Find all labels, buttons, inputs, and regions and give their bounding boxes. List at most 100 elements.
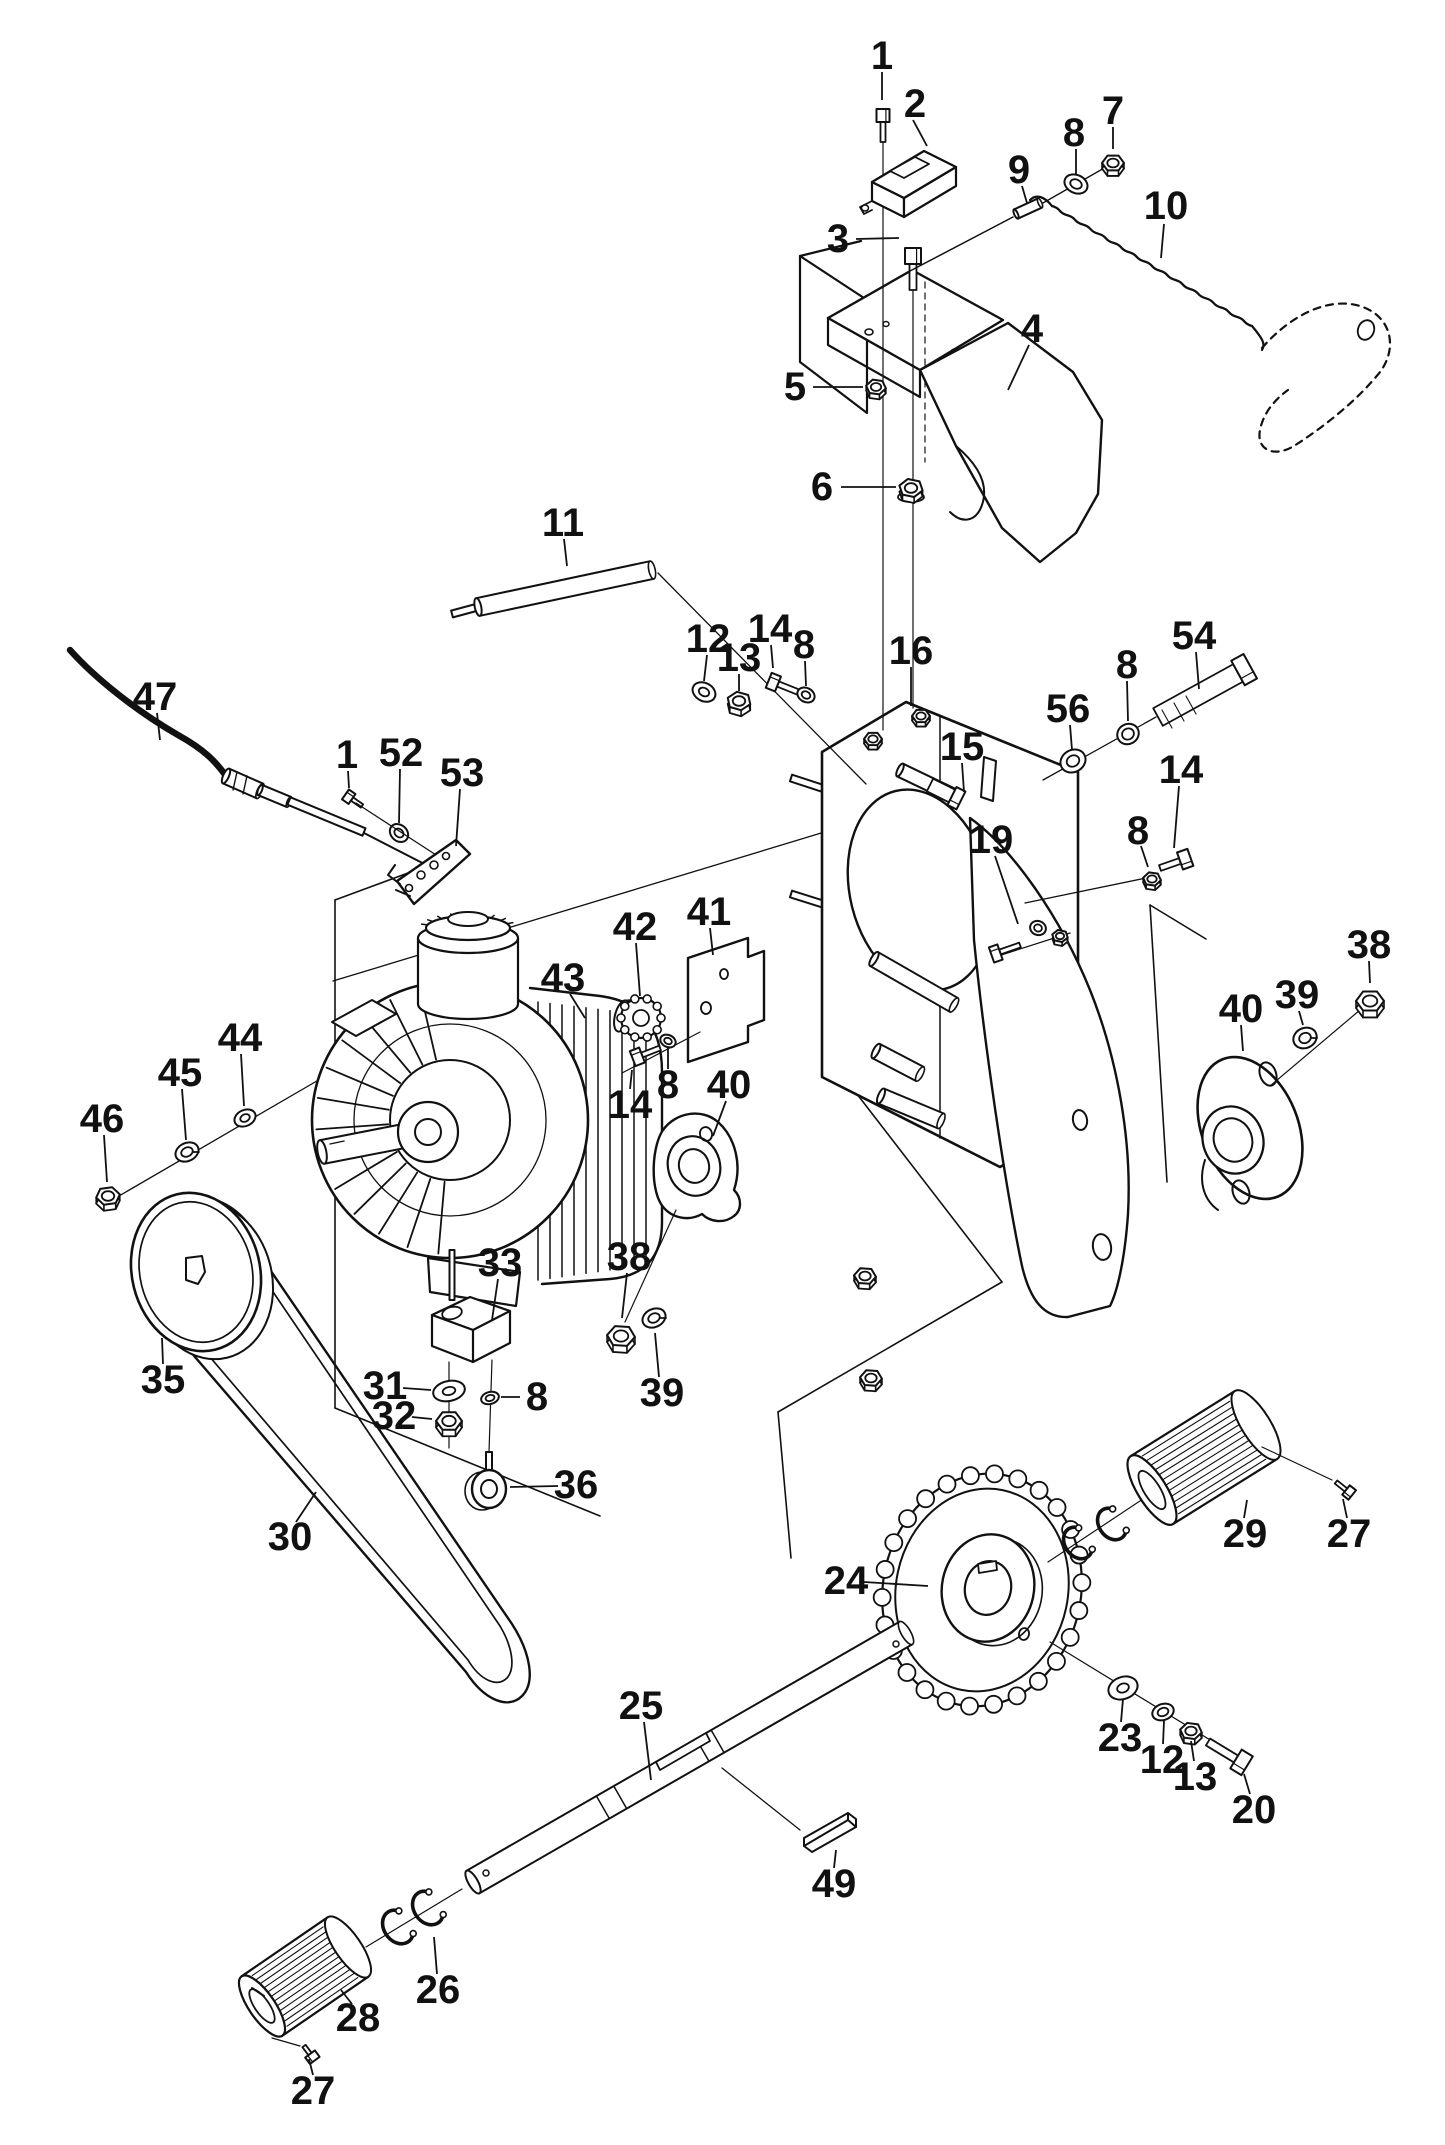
callout-number: 8 bbox=[657, 1063, 679, 1107]
back-plate bbox=[798, 239, 869, 415]
callout-number: 38 bbox=[607, 1235, 652, 1279]
callout-56-17: 56 bbox=[1046, 687, 1091, 751]
callout-42-27: 42 bbox=[613, 905, 658, 997]
sprocket-42 bbox=[613, 994, 666, 1042]
callout-1-0: 1 bbox=[871, 34, 893, 100]
callout-number: 42 bbox=[613, 905, 658, 949]
callout-39-46: 39 bbox=[1275, 973, 1320, 1026]
callout-number: 8 bbox=[1063, 111, 1085, 155]
callout-11-10: 11 bbox=[542, 501, 584, 567]
callout-6-9: 6 bbox=[811, 465, 896, 509]
callout-33-40: 33 bbox=[478, 1241, 522, 1321]
callout-14-20: 14 bbox=[1159, 748, 1204, 849]
throttle-cable-47 bbox=[66, 646, 439, 872]
callout-31-38: 31 bbox=[363, 1364, 432, 1408]
callout-8-41: 8 bbox=[501, 1375, 548, 1419]
callout-number: 30 bbox=[268, 1515, 313, 1559]
callout-39-44: 39 bbox=[640, 1332, 685, 1415]
callout-5-8: 5 bbox=[784, 365, 863, 409]
callout-1-24: 1 bbox=[336, 733, 358, 789]
callout-4-7: 4 bbox=[1007, 307, 1044, 391]
diagram-artwork bbox=[66, 108, 1392, 2065]
pulley-35 bbox=[129, 1191, 275, 1361]
callout-36-42: 36 bbox=[509, 1463, 599, 1507]
callout-number: 4 bbox=[1021, 307, 1044, 351]
callout-number: 36 bbox=[554, 1463, 599, 1507]
screw-27-bottom bbox=[301, 2043, 321, 2065]
callout-number: 13 bbox=[717, 636, 762, 680]
callout-number: 9 bbox=[1008, 148, 1030, 192]
callout-40-47: 40 bbox=[1219, 987, 1263, 1052]
coupling-40-center bbox=[606, 1112, 742, 1354]
callout-8-4: 8 bbox=[1063, 111, 1085, 174]
callout-number: 16 bbox=[889, 629, 934, 673]
callout-number: 29 bbox=[1223, 1512, 1268, 1556]
callout-number: 13 bbox=[1173, 1755, 1218, 1799]
callout-number: 26 bbox=[416, 1968, 461, 2012]
plate-41 bbox=[686, 936, 766, 1064]
callout-38-43: 38 bbox=[607, 1235, 652, 1319]
callout-number: 35 bbox=[141, 1358, 186, 1402]
ignition-module-2 bbox=[859, 149, 958, 219]
nut-5 bbox=[865, 378, 887, 401]
callout-2-1: 2 bbox=[904, 82, 928, 147]
callout-number: 25 bbox=[619, 1684, 664, 1728]
callout-28-58: 28 bbox=[336, 1989, 381, 2040]
screw-27-right bbox=[1333, 1479, 1357, 1501]
callout-number: 49 bbox=[812, 1862, 857, 1906]
callout-46-35: 46 bbox=[80, 1097, 125, 1183]
nut-6 bbox=[897, 477, 925, 504]
callout-9-3: 9 bbox=[1008, 148, 1030, 204]
callout-number: 28 bbox=[336, 1996, 381, 2040]
callout-44-33: 44 bbox=[218, 1016, 263, 1107]
callout-52-25: 52 bbox=[379, 731, 424, 824]
engine-43 bbox=[310, 911, 664, 1308]
callout-number: 38 bbox=[1347, 923, 1392, 967]
callout-number: 14 bbox=[1159, 748, 1204, 792]
callout-number: 7 bbox=[1102, 89, 1124, 133]
callout-number: 53 bbox=[440, 751, 485, 795]
callout-29-49: 29 bbox=[1223, 1499, 1268, 1556]
callout-number: 15 bbox=[940, 725, 985, 769]
socket-screw-1 bbox=[875, 108, 891, 731]
callout-19-22: 19 bbox=[969, 818, 1019, 925]
callout-number: 56 bbox=[1046, 687, 1091, 731]
callout-number: 23 bbox=[1098, 1716, 1143, 1760]
callout-53-26: 53 bbox=[440, 751, 485, 847]
callout-number: 39 bbox=[1275, 973, 1320, 1017]
callout-25-55: 25 bbox=[619, 1684, 664, 1781]
callout-3-2: 3 bbox=[827, 217, 900, 261]
roller-29 bbox=[1126, 1389, 1333, 1526]
callout-number: 24 bbox=[824, 1559, 869, 1603]
callout-13-12: 13 bbox=[717, 636, 762, 691]
pin-15 bbox=[895, 762, 967, 811]
callout-38-45: 38 bbox=[1347, 923, 1392, 984]
callout-number: 27 bbox=[1327, 1512, 1372, 1556]
mount-block-33 bbox=[430, 1249, 512, 1453]
support-plate-19 bbox=[968, 816, 1130, 1319]
callout-number: 31 bbox=[363, 1364, 408, 1408]
callout-14-13: 14 bbox=[748, 607, 793, 669]
callout-14-30: 14 bbox=[608, 1069, 653, 1127]
callout-27-50: 27 bbox=[1327, 1498, 1372, 1556]
callout-number: 14 bbox=[748, 607, 793, 651]
callout-49-56: 49 bbox=[812, 1849, 857, 1906]
callout-number: 39 bbox=[640, 1371, 685, 1415]
callout-30-37: 30 bbox=[268, 1491, 317, 1559]
callout-number: 8 bbox=[1127, 809, 1149, 853]
chain-sprocket-24 bbox=[872, 1464, 1147, 1716]
callout-40-32: 40 bbox=[707, 1063, 751, 1137]
key-49 bbox=[721, 1767, 857, 1853]
callout-20-54: 20 bbox=[1232, 1773, 1276, 1832]
callout-number: 32 bbox=[372, 1394, 417, 1438]
callout-number: 46 bbox=[80, 1097, 125, 1141]
callout-number: 52 bbox=[379, 731, 424, 775]
callout-number: 8 bbox=[793, 623, 815, 667]
callout-number: 43 bbox=[541, 956, 586, 1000]
callout-27-59: 27 bbox=[291, 2058, 335, 2113]
callout-8-21: 8 bbox=[1127, 809, 1149, 868]
callout-43-29: 43 bbox=[541, 956, 586, 1019]
callout-41-28: 41 bbox=[687, 890, 731, 956]
callout-7-5: 7 bbox=[1102, 89, 1124, 149]
